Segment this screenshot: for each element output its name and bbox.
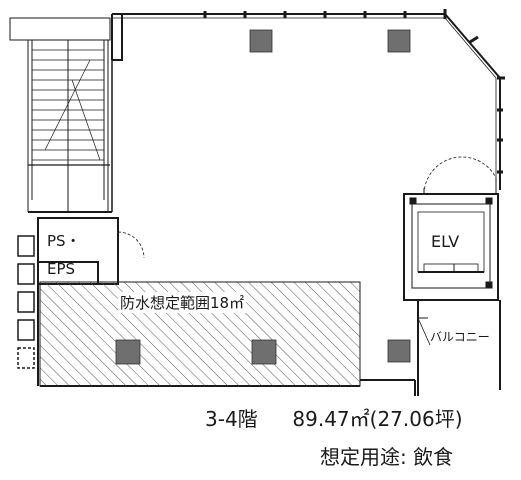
room-label-ps: PS・ [47, 232, 81, 250]
elevator-core [403, 156, 499, 301]
waterproof-area-label: 防水想定範囲18㎡ [118, 292, 247, 313]
usage-info: 想定用途: 飲食 [320, 441, 453, 470]
floor-label: 3-4階 [205, 407, 258, 431]
columns [115, 29, 411, 365]
usage-label: 想定用途: [320, 445, 407, 469]
usage-value: 飲食 [413, 445, 454, 469]
floor-info: 3-4階 89.47㎡(27.06坪) [205, 403, 463, 432]
room-label-balcony: バルコニー [430, 330, 490, 344]
floor-area: 89.47㎡(27.06坪) [292, 407, 463, 431]
room-label-elv: ELV [431, 232, 460, 251]
left-exterior-boxes [17, 235, 35, 369]
staircase [9, 17, 113, 213]
balcony [417, 300, 431, 396]
window-markers [203, 9, 505, 174]
room-label-eps: EPS [47, 260, 76, 278]
